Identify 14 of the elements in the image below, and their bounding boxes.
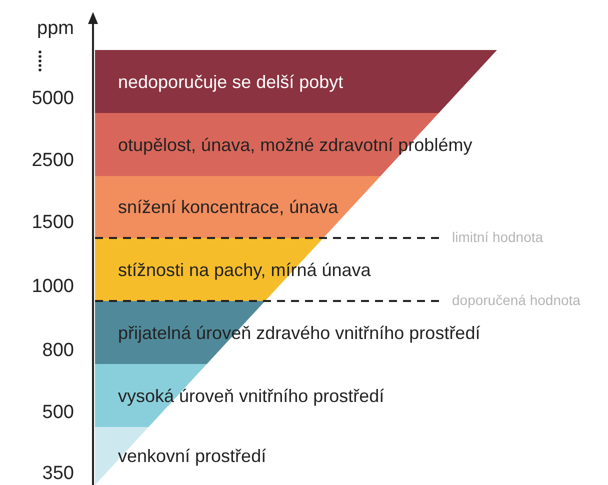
band-label: vysoká úroveň vnitřního prostředí bbox=[118, 384, 384, 406]
band-label: snížení koncentrace, únava bbox=[118, 196, 338, 218]
axis-unit: ppm bbox=[36, 18, 74, 40]
threshold-note: limitní hodnota bbox=[452, 229, 544, 245]
tick-label: 2500 bbox=[30, 150, 74, 172]
band-label: nedoporučuje se delší pobyt bbox=[118, 70, 344, 92]
tick-label: 500 bbox=[41, 402, 74, 424]
band-label: venkovní prostředí bbox=[118, 445, 266, 467]
tick-label: 5000 bbox=[30, 88, 74, 110]
tick-label: 350 bbox=[41, 463, 74, 485]
tick-label: 800 bbox=[41, 340, 74, 362]
threshold-note: doporučená hodnota bbox=[452, 292, 580, 308]
tick-label: 1000 bbox=[30, 276, 74, 298]
tick-label: 1500 bbox=[30, 212, 74, 234]
